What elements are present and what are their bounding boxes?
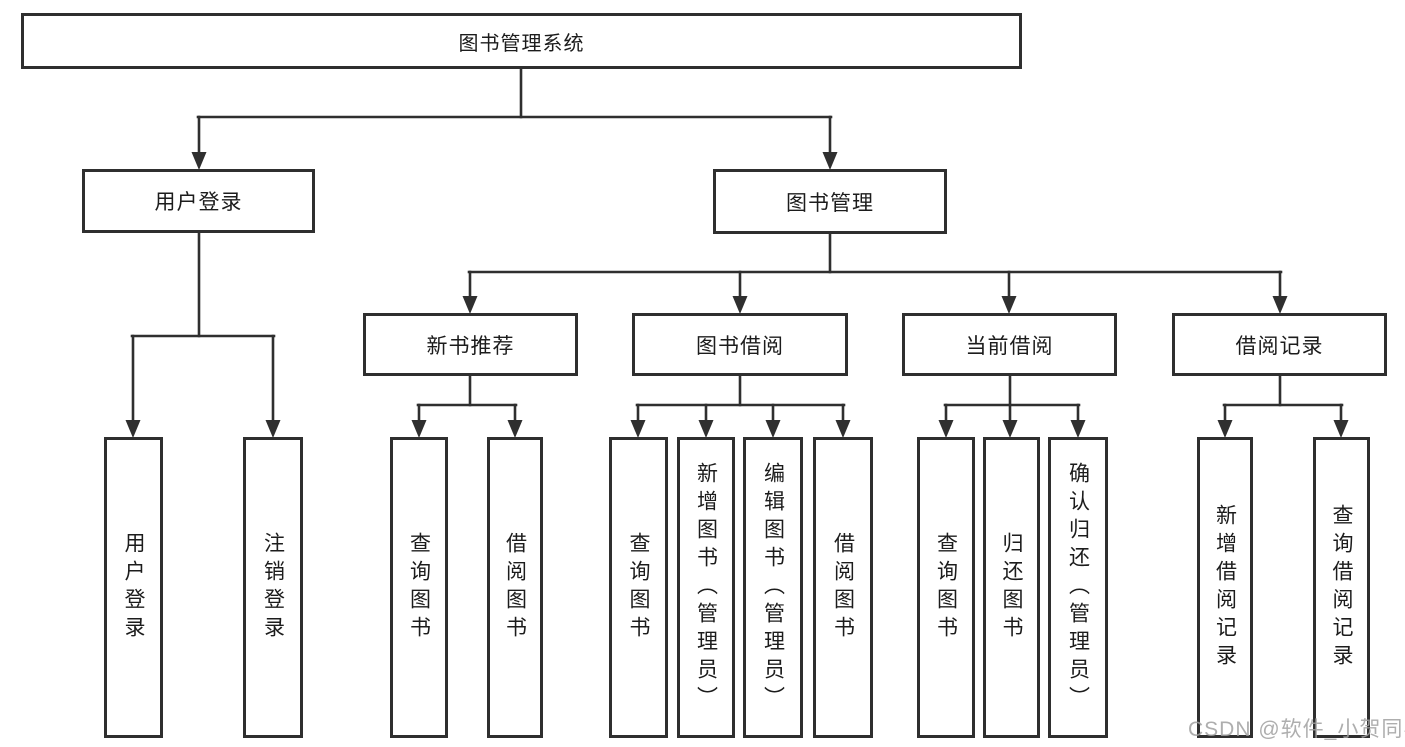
leaf-add-books-admin: 新增图书（管理员） <box>677 437 735 738</box>
node-label: 归还图书 <box>1000 531 1023 644</box>
leaf-edit-books-admin: 编辑图书（管理员） <box>743 437 803 738</box>
node-label: 借阅图书 <box>831 531 855 644</box>
csdn-watermark: CSDN @软件_小贺同学 <box>1188 718 1405 741</box>
leaf-confirm-return-admin: 确认归还（管理员） <box>1048 437 1108 738</box>
node-label: 查询借阅记录 <box>1330 503 1353 672</box>
leaf-user-login: 用户登录 <box>104 437 163 738</box>
node-borrow-records: 借阅记录 <box>1172 313 1387 376</box>
leaf-borrow-books-recommend: 借阅图书 <box>487 437 543 738</box>
node-label: 查询图书 <box>627 531 650 644</box>
leaf-borrow-books: 借阅图书 <box>813 437 873 738</box>
leaf-add-borrow-record: 新增借阅记录 <box>1197 437 1253 738</box>
node-label: 查询图书 <box>934 531 958 644</box>
node-label: 借阅图书 <box>503 531 527 644</box>
node-current-borrow: 当前借阅 <box>902 313 1117 376</box>
node-new-book-recommend: 新书推荐 <box>363 313 578 376</box>
node-label: 借阅记录 <box>1235 334 1324 358</box>
leaf-query-books-borrow: 查询图书 <box>609 437 668 738</box>
node-label: 用户登录 <box>154 191 243 214</box>
node-label: 当前借阅 <box>965 334 1054 358</box>
node-label: 图书管理系统 <box>458 32 585 55</box>
node-library-management-system: 图书管理系统 <box>21 13 1022 69</box>
node-label: 编辑图书（管理员） <box>761 461 785 714</box>
node-book-borrow: 图书借阅 <box>632 313 848 376</box>
leaf-logout: 注销登录 <box>243 437 303 738</box>
node-label: 新增图书（管理员） <box>694 461 718 714</box>
node-label: 查询图书 <box>407 531 431 644</box>
leaf-return-books: 归还图书 <box>983 437 1040 738</box>
leaf-query-books-recommend: 查询图书 <box>390 437 448 738</box>
node-label: 图书管理 <box>786 191 874 215</box>
node-label: 确认归还（管理员） <box>1066 461 1090 714</box>
node-book-management: 图书管理 <box>713 169 947 234</box>
node-label: 注销登录 <box>261 531 285 644</box>
node-label: 新书推荐 <box>426 334 515 358</box>
node-label: 新增借阅记录 <box>1213 503 1237 672</box>
node-label: 用户登录 <box>122 531 145 644</box>
node-user-login: 用户登录 <box>82 169 315 233</box>
node-label: 图书借阅 <box>696 334 784 358</box>
leaf-query-books-current: 查询图书 <box>917 437 975 738</box>
leaf-query-borrow-record: 查询借阅记录 <box>1313 437 1370 738</box>
